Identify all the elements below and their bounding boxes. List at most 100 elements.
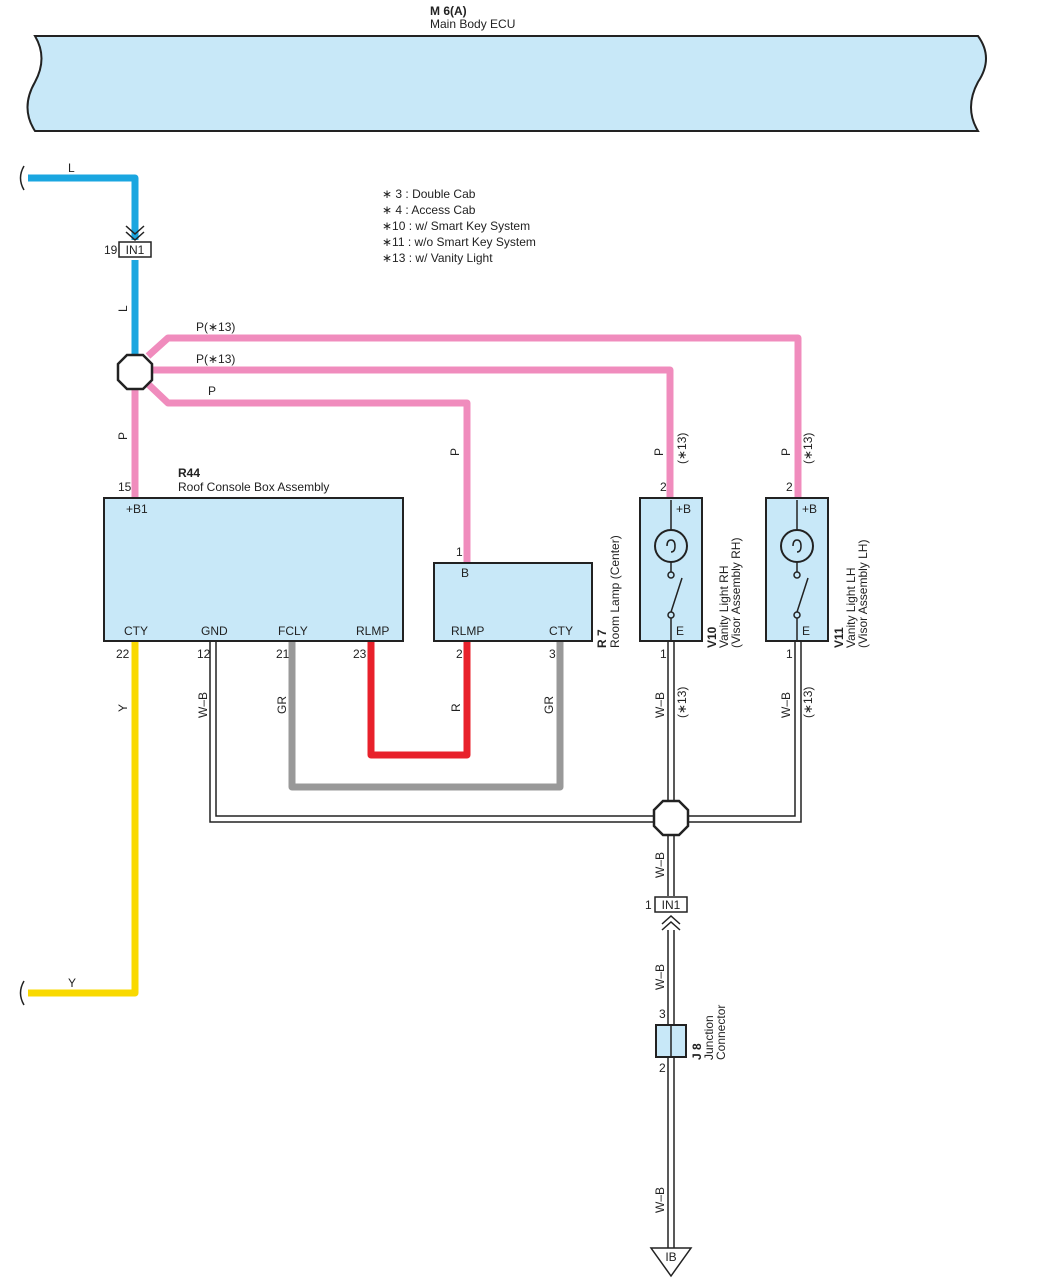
terminal-label: E: [676, 624, 684, 638]
component-code: J 8: [690, 1043, 704, 1060]
wire-label: GR: [275, 696, 289, 714]
connector-label: IN1: [662, 898, 681, 912]
terminal-label: CTY: [549, 624, 573, 638]
wire-label: W–B: [196, 692, 210, 718]
pin-number: 3: [549, 647, 556, 661]
wire-l: [28, 174, 139, 240]
wire-label: Y: [68, 976, 76, 990]
wire-label-note: (∗13): [801, 687, 815, 718]
wire-label: W–B: [653, 1187, 667, 1213]
pin-number: 21: [276, 647, 290, 661]
component-name: Vanity Light RH: [717, 566, 731, 648]
pin-number: 2: [660, 480, 667, 494]
wire-label: P(∗13): [196, 320, 235, 334]
pin-number: 2: [786, 480, 793, 494]
component-name: Vanity Light LH: [844, 568, 858, 649]
component-code: R44: [178, 466, 200, 480]
splice-point-upper: [116, 353, 154, 391]
pin-number: 22: [116, 647, 130, 661]
pin-number: 23: [353, 647, 367, 661]
connector-arrow-icon: [661, 914, 681, 931]
ground-ib: IB: [649, 1247, 693, 1278]
component-name-2: Connector: [714, 1005, 728, 1060]
pin-number: 15: [118, 480, 132, 494]
ground-label: IB: [665, 1250, 676, 1264]
wire-p13-middle: [152, 366, 674, 500]
connector-label: IN1: [126, 243, 145, 257]
pin-number: 2: [456, 647, 463, 661]
wire-label: R: [449, 703, 463, 712]
component-r44: R44 Roof Console Box Assembly +B1 CTY GN…: [103, 466, 404, 661]
legend-item: ∗10 : w/ Smart Key System: [382, 219, 530, 233]
wire-label: P: [779, 448, 793, 456]
pin-number: 1: [786, 647, 793, 661]
wire-label-note: (∗13): [675, 433, 689, 464]
terminal-label: E: [802, 624, 810, 638]
terminal-label: CTY: [124, 624, 148, 638]
component-name: Room Lamp (Center): [608, 535, 622, 648]
component-code: V10: [705, 626, 719, 648]
connector-in1-top: IN1 19: [104, 225, 152, 258]
wire-wb-gnd-inner: [215, 642, 655, 817]
wire-label: W–B: [653, 964, 667, 990]
component-v10: +B E 2 1 V10 Vanity Light RH (Visor Asse…: [639, 480, 743, 661]
component-code: V11: [832, 627, 846, 648]
wire-label: P: [652, 448, 666, 456]
connector-pin: 1: [645, 898, 652, 912]
wire-label: P(∗13): [196, 352, 235, 366]
ecu-code: M 6(A): [430, 4, 467, 18]
legend-item: ∗11 : w/o Smart Key System: [382, 235, 536, 249]
splice-point-lower: [652, 799, 690, 837]
wire-label: GR: [542, 696, 556, 714]
component-r7: B RLMP CTY 1 2 3 R 7 Room Lamp (Center): [433, 535, 622, 661]
wire-p13-upper: [145, 334, 802, 500]
pin-number: 2: [659, 1061, 666, 1075]
connector-in1-bottom: IN1 1: [645, 896, 688, 931]
wire-label: L: [68, 161, 75, 175]
terminal-label: +B: [802, 502, 817, 516]
wire-break-top: [19, 165, 25, 191]
component-name: Junction: [702, 1015, 716, 1060]
component-name: Roof Console Box Assembly: [178, 480, 329, 494]
terminal-label: B: [461, 566, 469, 580]
legend-item: ∗ 4 : Access Cab: [382, 203, 476, 217]
component-j8: 3 2 J 8 Junction Connector: [655, 1005, 728, 1075]
terminal-label: FCLY: [278, 624, 308, 638]
wire-labels: L L P P(∗13) P(∗13) P P P (∗13) P (∗13) …: [68, 161, 815, 1213]
lamp-switch-icon: [780, 500, 814, 641]
wire-label: Y: [116, 704, 130, 712]
wire-label: P: [116, 432, 130, 440]
component-code: R 7: [595, 629, 609, 648]
wire-label: W–B: [779, 692, 793, 718]
component-v11: +B E 2 1 V11 Vanity Light LH (Visor Asse…: [765, 480, 870, 661]
wire-label: P: [208, 384, 216, 398]
wire-break-bottom: [19, 980, 25, 1006]
terminal-label: +B1: [126, 502, 148, 516]
wire-label-note: (∗13): [675, 687, 689, 718]
terminal-label: GND: [201, 624, 228, 638]
connector-arrow-icon: [125, 225, 145, 242]
main-body-ecu-box: [26, 35, 987, 132]
wire-r: [367, 642, 471, 759]
component-sub-name: (Visor Assembly LH): [856, 540, 870, 648]
legend: ∗ 3 : Double Cab ∗ 4 : Access Cab ∗10 : …: [382, 187, 536, 265]
pin-number: 12: [197, 647, 211, 661]
wire-wb-v11-inner: [688, 642, 796, 817]
terminal-label: RLMP: [356, 624, 389, 638]
wire-label: W–B: [653, 852, 667, 878]
wire-wb-gnd-outer: [209, 642, 655, 823]
wire-label: W–B: [653, 692, 667, 718]
wire-label: L: [116, 305, 130, 312]
connector-pin: 19: [104, 243, 118, 257]
ecu-name: Main Body ECU: [430, 17, 515, 31]
legend-item: ∗13 : w/ Vanity Light: [382, 251, 493, 265]
pin-number: 1: [660, 647, 667, 661]
wire-wb-v11-outer: [688, 642, 802, 823]
wire-label-note: (∗13): [801, 433, 815, 464]
legend-item: ∗ 3 : Double Cab: [382, 187, 476, 201]
terminal-label: +B: [676, 502, 691, 516]
lamp-switch-icon: [654, 500, 688, 641]
terminal-label: RLMP: [451, 624, 484, 638]
wire-p-lower: [145, 381, 471, 564]
